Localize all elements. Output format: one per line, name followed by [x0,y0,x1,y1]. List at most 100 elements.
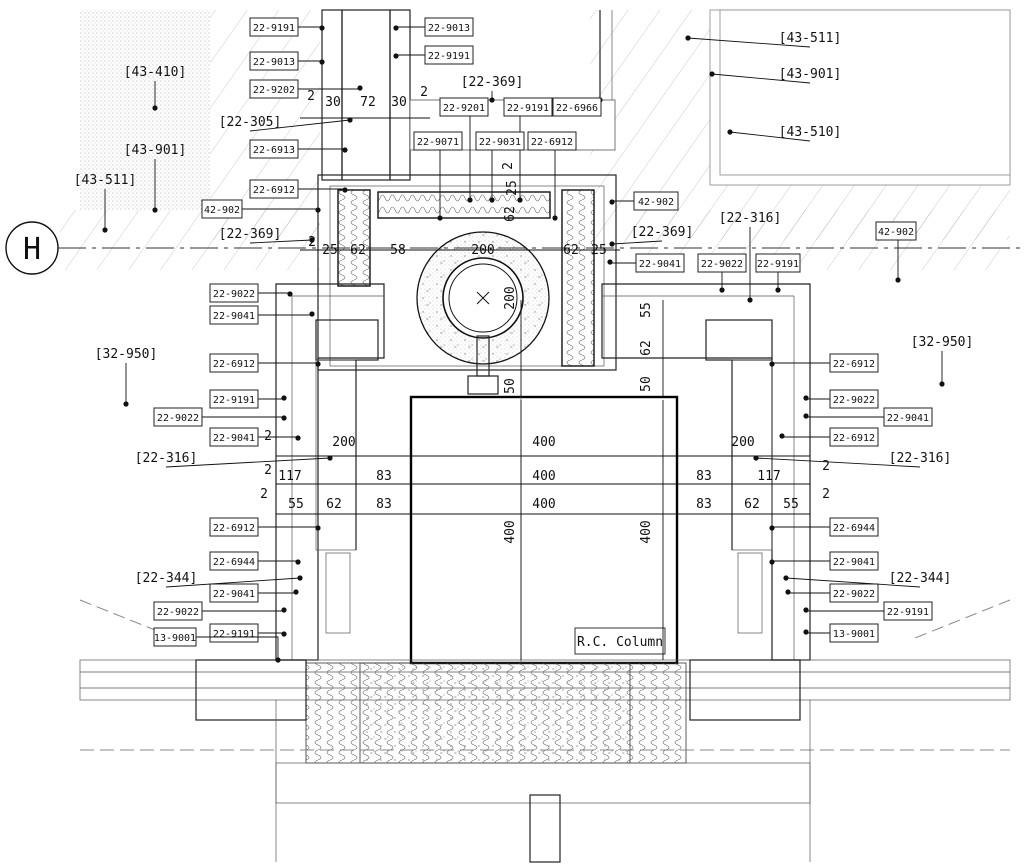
tag-label: 22-9013 [428,23,470,34]
callout-tag: 22-9041 [607,253,685,273]
lower-assembly [79,599,1011,863]
dimension-value: 400 [532,469,555,484]
dimension-value: 25 [322,243,338,258]
column-label: R.C. Column [577,635,663,650]
dimension-value: 58 [390,243,406,258]
section-reference: [32-950] [911,335,973,387]
callout-tag: 13-9001 [153,627,281,663]
tag-label: 22-9041 [639,259,681,270]
tag-label: 22-9041 [887,413,929,424]
tag-label: 22-9191 [887,607,929,618]
tag-label: 22-9191 [213,395,255,406]
dimension-value: 83 [376,469,392,484]
callout-tag: 22-9191 [209,623,287,643]
section-reference: [32-950] [95,347,158,407]
section-reference: [43-511] [685,31,842,48]
ref-label: [43-901] [779,67,842,82]
callout-tag: 22-6912 [527,131,577,221]
tag-label: 22-6912 [833,433,875,444]
dimension-value: 400 [532,435,555,450]
upper-wall [321,9,613,181]
ref-label: [43-511] [74,173,137,188]
tag-label: 42-902 [204,205,240,216]
tag-label: 22-9071 [417,137,459,148]
ref-label: [22-305] [219,115,282,130]
callout-tag: 22-9191 [393,45,474,65]
callout-tag: 22-9041 [769,551,879,571]
refs-layer: [43-410][43-901][43-511][43-511][43-901]… [74,31,973,588]
dimension-value: 2 [307,89,315,104]
dimension-value: 62 [744,497,760,512]
callout-tag: 22-9191 [503,97,553,203]
dimension-value: 62 [350,243,366,258]
callout-tag: 22-6913 [249,139,348,159]
callout-tag: 22-9041 [209,427,301,447]
ref-label: [22-369] [461,75,524,90]
callout-tag: 22-9071 [413,131,463,221]
callout-tag: 22-6966 [552,97,603,117]
dimension-value: 400 [532,497,555,512]
dimension-value: 62 [563,243,579,258]
section-reference: [22-344] [135,571,303,588]
callout-tag: 22-9022 [803,389,879,409]
tag-label: 22-9191 [507,103,549,114]
ref-label: [22-369] [631,225,694,240]
section-reference: [43-511] [74,173,137,233]
dimension-value: 2 [260,487,268,502]
dimension-value: 2 [822,459,830,474]
section-reference: [22-369] [461,75,524,103]
section-reference: [22-344] [783,571,952,588]
ref-label: [22-316] [719,211,782,226]
tag-label: 22-9041 [213,311,255,322]
tag-label: 22-9022 [213,289,255,300]
tag-label: 22-6944 [833,523,875,534]
callout-tag: 22-9191 [249,17,325,37]
tag-label: 22-9031 [479,137,521,148]
dimension-value: 200 [731,435,754,450]
dimension-value: 117 [278,469,301,484]
tag-label: 22-6912 [531,137,573,148]
tag-label: 22-6912 [253,185,295,196]
tag-label: 22-9191 [253,23,295,34]
dimension-value: 62 [639,340,654,356]
tag-label: 22-9201 [443,103,485,114]
ref-label: [22-316] [135,451,198,466]
dimension-value: 72 [360,95,376,110]
tags-layer: 22-919122-901322-901322-919122-920222-92… [153,17,933,663]
callout-tag: 22-6912 [209,517,321,537]
dimension-value: 30 [325,95,341,110]
callout-tag: 42-902 [875,221,917,283]
section-reference: [22-316] [135,451,333,468]
callout-tag: 42-902 [609,191,679,211]
tag-label: 22-9191 [757,259,799,270]
dimension-value: 200 [471,243,494,258]
callout-tag: 22-9022 [785,583,879,603]
callout-tag: 22-9041 [803,407,933,427]
dimension-value: 2 [822,487,830,502]
callout-tag: 22-9031 [475,131,525,203]
section-reference: [22-316] [719,211,782,303]
ref-label: [22-344] [889,571,952,586]
callout-tag: 22-9191 [209,389,287,409]
tag-label: 22-9022 [157,413,199,424]
ref-label: [43-511] [779,31,842,46]
callout-tag: 22-9013 [249,51,325,71]
grid-label: H [23,232,41,267]
dimension-value: 55 [288,497,304,512]
section-reference: [43-901] [709,67,842,84]
dimension-value: 400 [639,520,654,543]
section-reference: [43-510] [727,125,841,142]
tag-label: 13-9001 [154,633,196,644]
ref-label: [22-344] [135,571,198,586]
dimension-value: 2 [264,463,272,478]
callout-tag: 22-9022 [153,407,287,427]
dimension-value: 200 [503,286,518,309]
section-reference: [22-305] [219,115,353,132]
dimension-value: 117 [757,469,780,484]
ref-label: [32-950] [95,347,158,362]
ref-label: [22-369] [219,227,282,242]
dimension-value: 25 [505,180,520,196]
rc-column [409,395,679,665]
